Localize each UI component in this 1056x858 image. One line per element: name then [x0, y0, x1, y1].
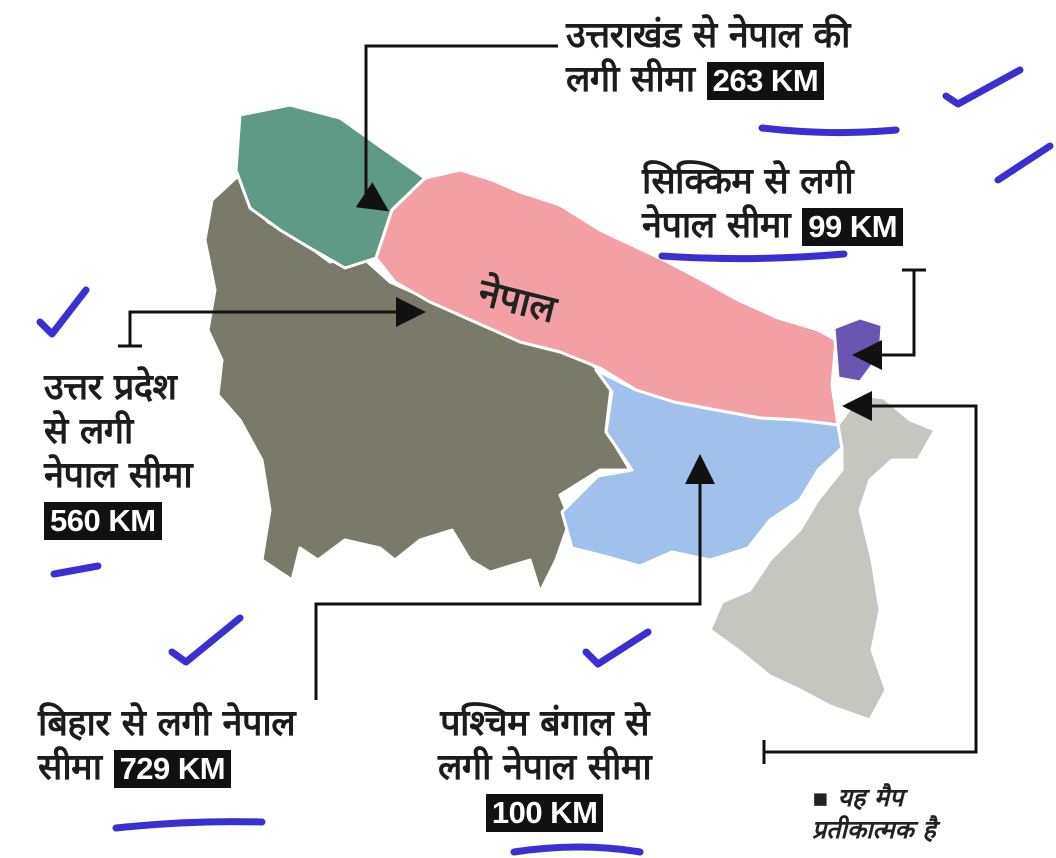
west-bengal-region: [708, 393, 937, 722]
up-callout-line3: नेपाल सीमा: [44, 455, 193, 496]
west-bengal-callout: पश्चिम बंगाल से लगी नेपाल सीमा 100 KM: [438, 702, 652, 834]
tick-mark-icon: [36, 286, 90, 338]
underline-mark: [658, 250, 848, 263]
underline-mark: [758, 124, 900, 137]
symbolic-map-note: ▪ यह मैप प्रतीकात्मक है: [812, 782, 936, 846]
bihar-pointer: [314, 454, 715, 700]
sikkim-callout-line2: नेपाल सीमा: [642, 205, 791, 246]
sikkim-region: [832, 316, 884, 384]
up-km-badge: 560 KM: [44, 502, 162, 540]
uttarakhand-callout: उत्तराखंड से नेपाल की लगी सीमा 263 KM: [566, 14, 850, 102]
sikkim-km-badge: 99 KM: [802, 208, 904, 246]
bihar-callout: बिहार से लगी नेपाल सीमा 729 KM: [38, 702, 296, 790]
up-callout: उत्तर प्रदेश से लगी नेपाल सीमा 560 KM: [44, 366, 193, 542]
bihar-callout-line1: बिहार से लगी नेपाल: [38, 703, 296, 744]
tick-mark-icon: [994, 142, 1054, 184]
bihar-km-badge: 729 KM: [113, 750, 232, 788]
note-line2: प्रतीकात्मक है: [812, 815, 936, 844]
tick-mark-icon: [168, 614, 244, 666]
sikkim-callout-line1: सिक्किम से लगी: [642, 161, 854, 202]
underline-mark: [112, 818, 266, 832]
uttarakhand-pointer: [355, 44, 558, 212]
uttarakhand-km-badge: 263 KM: [706, 62, 825, 100]
nepal-region: [374, 168, 840, 427]
underline-mark: [50, 562, 102, 578]
tick-mark-icon: [582, 628, 652, 668]
west-bengal-pointer: [764, 391, 978, 754]
uttarakhand-callout-line1: उत्तराखंड से नेपाल की: [566, 15, 850, 56]
west-bengal-callout-line1: पश्चिम बंगाल से: [440, 703, 650, 744]
sikkim-callout: सिक्किम से लगी नेपाल सीमा 99 KM: [642, 160, 904, 248]
note-line1: ▪ यह मैप: [812, 783, 904, 812]
bihar-callout-line2: सीमा: [38, 747, 102, 788]
sikkim-pointer: [852, 270, 916, 370]
up-callout-line1: उत्तर प्रदेश: [44, 367, 177, 408]
tick-mark-icon: [942, 66, 1024, 108]
uttarakhand-callout-line2: लगी सीमा: [566, 59, 695, 100]
west-bengal-callout-line2: लगी नेपाल सीमा: [438, 747, 652, 788]
west-bengal-km-badge: 100 KM: [485, 794, 604, 832]
up-pointer: [128, 297, 426, 346]
underline-mark: [510, 843, 644, 856]
up-callout-line2: से लगी: [44, 411, 133, 452]
